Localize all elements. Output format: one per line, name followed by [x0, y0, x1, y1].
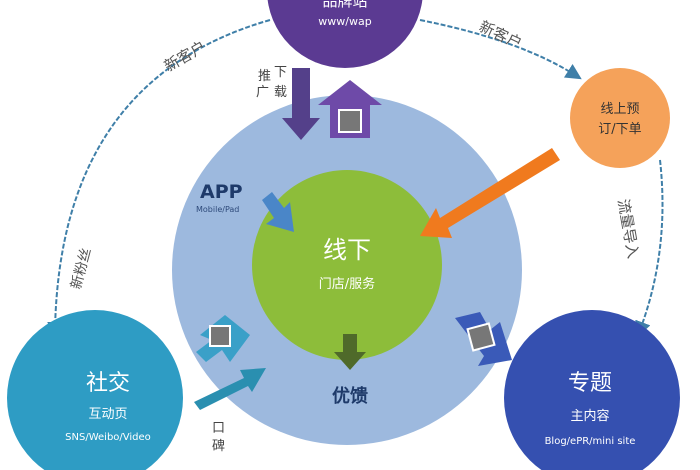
social-title: 社交: [86, 371, 130, 396]
push-label: 推: [258, 69, 271, 84]
push-label: 广: [256, 85, 269, 100]
orange-line1: 线上预: [600, 102, 639, 117]
qr-code-icon: [466, 322, 496, 352]
new-customer-right-label: 新客户: [476, 17, 524, 52]
arc-right: [635, 159, 664, 338]
download-label: 载: [274, 85, 287, 100]
app-title: APP: [200, 181, 243, 203]
arc-left: [47, 19, 271, 338]
app-arrow: [262, 192, 294, 232]
orange-circle[interactable]: [570, 68, 670, 168]
topic-title: 专题: [568, 371, 612, 396]
download-label: 下: [274, 65, 287, 80]
word-of-mouth-arrow: [194, 368, 266, 410]
center-circle[interactable]: [252, 170, 442, 360]
word-of-mouth-label: 口: [212, 421, 225, 436]
qr-code-icon: [338, 109, 362, 133]
arc-right-top: [419, 19, 582, 80]
push-down-arrow: [282, 68, 320, 140]
feedback-label: 优馈: [332, 385, 368, 407]
feedback-arrow: [334, 334, 366, 370]
center-title: 线下: [323, 236, 371, 264]
app-subtitle: Mobile/Pad: [196, 205, 239, 214]
topic-subtitle: 主内容: [570, 408, 609, 424]
new-fans-label: 新粉丝: [68, 246, 94, 291]
topic-detail: Blog/ePR/mini site: [545, 436, 636, 447]
orange-line2: 订/下单: [598, 122, 641, 137]
social-detail: SNS/Weibo/Video: [65, 432, 151, 443]
top-subtitle: www/wap: [318, 15, 371, 28]
social-subtitle: 互动页: [88, 407, 127, 422]
word-of-mouth-label: 碑: [212, 438, 225, 454]
top-circle[interactable]: [267, 0, 423, 68]
qr-code-icon: [209, 325, 231, 347]
orange-arrow: [420, 148, 560, 238]
center-subtitle: 门店/服务: [319, 276, 375, 292]
traffic-label: 流量导入: [614, 198, 642, 260]
new-customer-left-label: 新客户: [161, 37, 209, 75]
topic-circle[interactable]: [504, 310, 680, 470]
top-title: 品牌站: [322, 0, 367, 10]
social-circle[interactable]: [7, 310, 183, 470]
